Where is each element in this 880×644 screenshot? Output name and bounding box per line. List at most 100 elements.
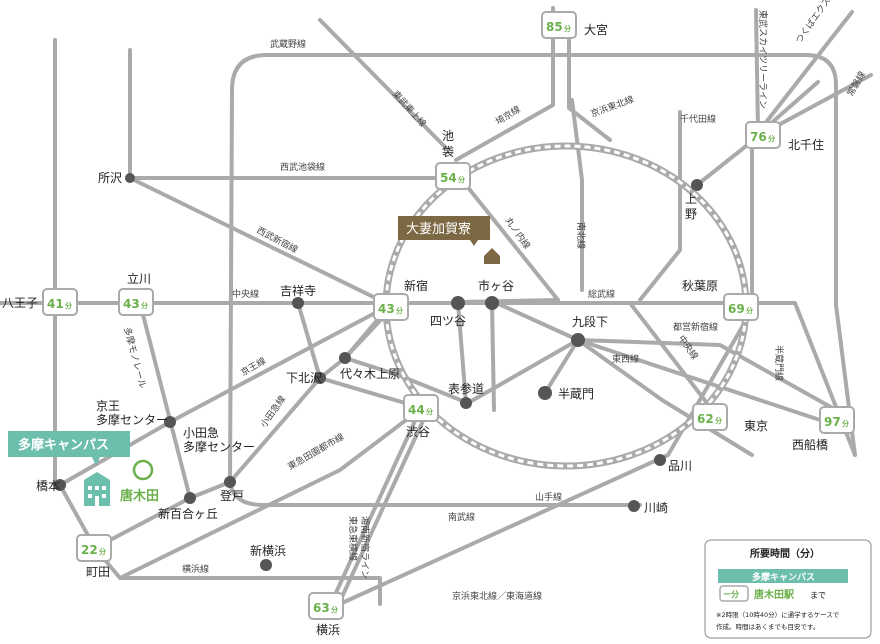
station-odakyu-tama-2: 多摩センター — [183, 439, 255, 454]
dot-kudanshita — [571, 333, 585, 347]
svg-text:分: 分 — [768, 134, 775, 143]
tsukuba-line — [758, 10, 854, 132]
tobu-tojo-line — [318, 18, 450, 152]
saikyo-line — [454, 6, 555, 162]
station-machida: 町田 — [86, 565, 110, 579]
svg-text:69: 69 — [728, 302, 745, 316]
shinjuku-line — [488, 298, 838, 412]
label-sobu: 総武線 — [588, 288, 615, 300]
svg-text:分: 分 — [331, 605, 338, 614]
station-shinyurigaoka: 新百合ヶ丘 — [158, 506, 218, 521]
station-yoyogiuehara: 代々木上原 — [340, 367, 400, 381]
svg-text:分: 分 — [426, 407, 433, 416]
svg-text:43: 43 — [123, 297, 140, 311]
musashino-line — [230, 53, 857, 457]
legend-note-2: 作成。時間はあくまでも目安です。 — [716, 622, 819, 631]
svg-text:54: 54 — [440, 171, 457, 185]
dot-shimokitazawa — [314, 372, 326, 384]
karakida-label: 唐木田 — [120, 488, 159, 504]
station-ueno-1: 上 — [685, 192, 697, 206]
station-nishifunabashi: 西船橋 — [792, 438, 828, 452]
station-yotsuya: 四ツ谷 — [430, 314, 466, 328]
station-hanzomon: 半蔵門 — [558, 387, 594, 401]
dot-shinyokohama — [260, 559, 272, 571]
legend-dash: ー分 — [723, 589, 739, 599]
svg-text:97: 97 — [824, 415, 841, 429]
school-building-icon — [84, 472, 110, 506]
namboku-line — [570, 98, 584, 292]
yotsuya-omotesando — [456, 301, 468, 405]
label-musashino: 武蔵野線 — [270, 38, 306, 50]
station-keio-tama-1: 京王 — [96, 399, 120, 413]
station-tachikawa: 立川 — [127, 271, 151, 286]
legend-made: まで — [810, 591, 826, 600]
station-shimokitazawa: 下北沢 — [286, 371, 322, 385]
joban-line — [695, 73, 873, 187]
hanzomon-line — [343, 338, 754, 457]
station-akihabara: 秋葉原 — [682, 279, 718, 293]
station-omotesando: 表参道 — [448, 381, 484, 396]
svg-text:分: 分 — [842, 419, 849, 428]
chuo-line — [0, 301, 857, 457]
station-kichijoji: 吉祥寺 — [280, 284, 316, 298]
dot-omotesando — [460, 397, 472, 409]
svg-text:分: 分 — [141, 301, 148, 310]
dot-yotsuya — [451, 296, 465, 310]
label-chuo-2: 中央線 — [676, 333, 701, 362]
label-yokohama-line: 横浜線 — [182, 563, 209, 575]
label-odakyu: 小田急線 — [258, 393, 288, 429]
svg-text:22: 22 — [81, 543, 98, 557]
shonan-line — [326, 408, 422, 612]
seibu-shinjuku-line — [128, 176, 392, 307]
label-namboku: 南北線 — [575, 222, 587, 249]
label-nambu: 南武線 — [448, 511, 475, 523]
station-noborito: 登戸 — [220, 488, 244, 503]
svg-text:分: 分 — [715, 416, 722, 425]
label-keio: 京王線 — [239, 355, 268, 379]
karakida-station-icon — [132, 459, 154, 481]
legend-box: 所要時間（分） 多摩キャンパス ー分 唐木田駅 まで ※2時限（10時40分）に… — [704, 539, 872, 639]
label-marunouchi: 丸ノ内線 — [503, 215, 533, 251]
label-toyoko: 東急東横線 — [347, 516, 359, 561]
label-tobu-tojo: 東武東上線 — [390, 88, 429, 129]
dot-ueno — [691, 179, 703, 191]
svg-text:分: 分 — [564, 24, 571, 33]
station-shinjuku: 新宿 — [404, 278, 428, 293]
svg-text:分: 分 — [746, 306, 753, 315]
label-denentoshi: 東急田園都市線 — [286, 431, 347, 473]
legend-station: 唐木田駅 — [754, 588, 795, 601]
house-icon — [484, 248, 500, 264]
tozai-line — [576, 338, 822, 422]
kudan-hanzo — [543, 338, 580, 395]
label-tsukuba: つくばエクスプレス — [793, 0, 848, 46]
station-shibuya: 渋谷 — [406, 425, 430, 439]
label-seibu-ikebukuro: 西武池袋線 — [280, 161, 325, 173]
label-yamanote: 山手線 — [535, 491, 562, 503]
dorm-marker: 大妻加賀寮 — [398, 216, 500, 264]
svg-text:62: 62 — [697, 412, 714, 426]
label-keihin-tohoku: 京浜東北線 — [589, 93, 635, 120]
station-tokyo: 東京 — [744, 419, 768, 433]
legend-note-1: ※2時限（10時40分）に通学するケースで — [716, 610, 840, 619]
dot-kawasaki — [628, 500, 640, 512]
svg-text:76: 76 — [750, 130, 767, 144]
label-toei-shinjuku: 都営新宿線 — [673, 321, 718, 333]
dot-ichigaya — [485, 296, 499, 310]
station-tokorozawa: 所沢 — [98, 171, 122, 185]
campus-label: 多摩キャンパス — [18, 437, 109, 453]
station-labels: 大宮 池 袋 上 野 北千住 所沢 八王子 立川 吉祥寺 新宿 四ツ谷 市ヶ谷 … — [2, 22, 828, 637]
denentoshi-line — [118, 406, 424, 580]
station-hashimoto: 橋本 — [36, 479, 60, 493]
station-dots — [54, 173, 703, 571]
station-ikebukuro-2: 袋 — [442, 145, 454, 159]
label-tobu-skytree: 東武スカイツリーライン — [757, 10, 769, 109]
